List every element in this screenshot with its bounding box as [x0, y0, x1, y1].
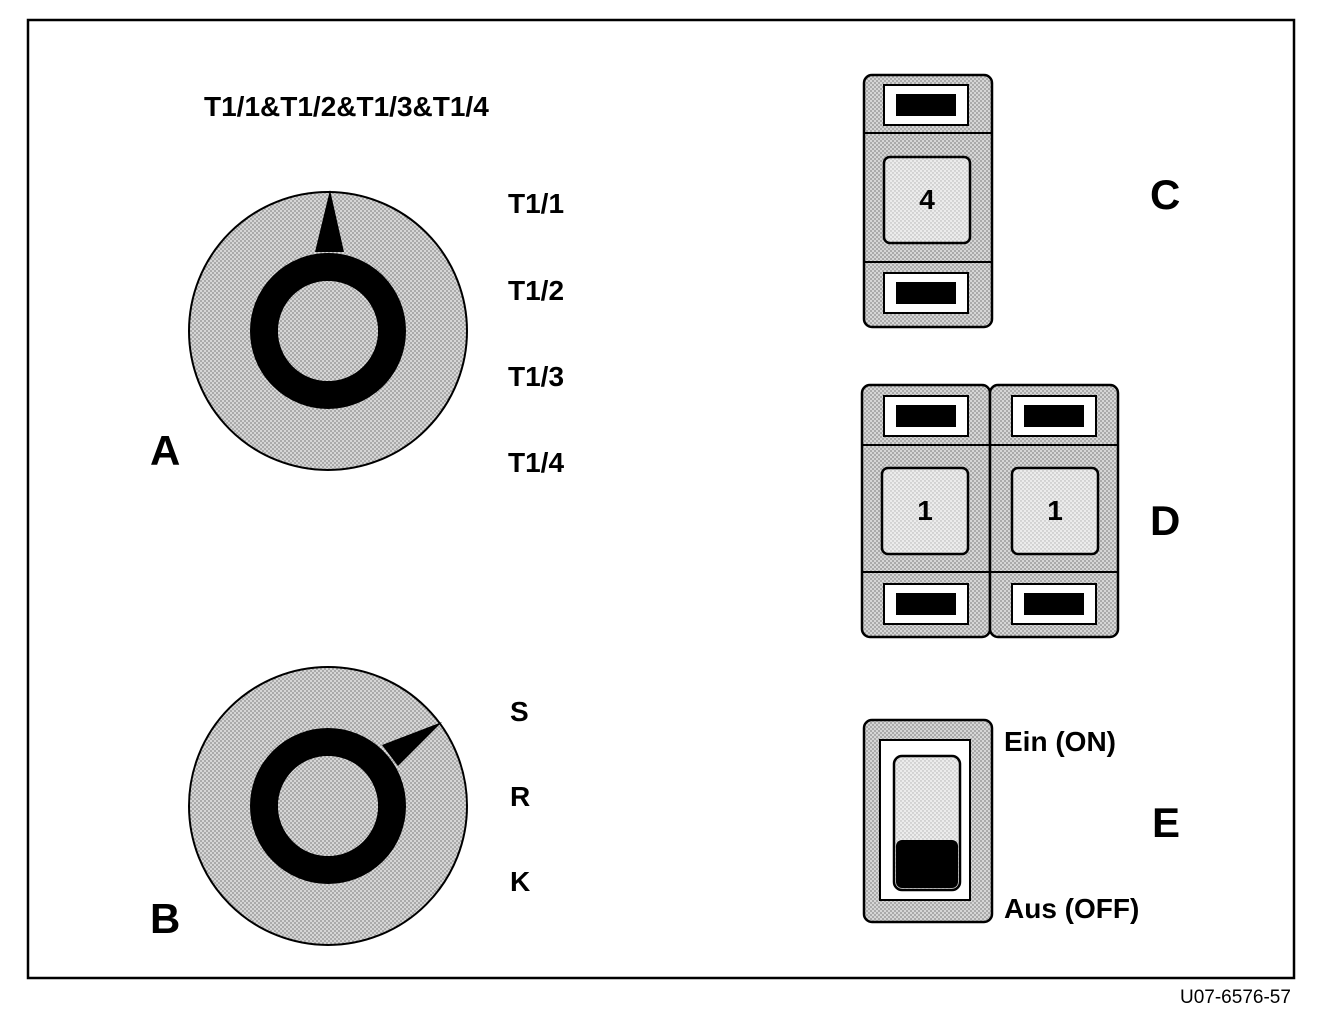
dial-a-position-1: T1/1: [508, 188, 565, 219]
switch-e-off-label: Aus (OFF): [1004, 893, 1140, 924]
dial-a-label: A: [150, 427, 181, 474]
dial-b-position-k: K: [510, 866, 531, 897]
digit-window: [882, 155, 972, 245]
dial-a[interactable]: [188, 190, 468, 471]
figure-reference: U07-6576-57: [1180, 987, 1291, 1008]
thumbwheel-switch-c[interactable]: [862, 73, 994, 329]
switch-e-label: E: [1152, 799, 1181, 846]
dial-a-position-3: T1/3: [508, 361, 565, 392]
dial-b-label: B: [150, 895, 181, 942]
rocker-off-half: [896, 840, 958, 888]
dial-b-position-s: S: [510, 696, 529, 727]
dial-a-position-4: T1/4: [508, 447, 565, 478]
dial-b[interactable]: [188, 666, 468, 946]
switch-d-label: D: [1150, 497, 1181, 544]
digit-window: [1010, 466, 1100, 556]
knob-icon[interactable]: [250, 722, 442, 884]
dial-a-combined-position-label: T1/1&T1/2&T1/3&T1/4: [204, 91, 489, 122]
dial-a-position-2: T1/2: [508, 275, 565, 306]
rocker-switch-e[interactable]: [862, 718, 994, 924]
switch-e-on-label: Ein (ON): [1004, 726, 1116, 757]
switch-d-digit-1: 1: [917, 495, 933, 526]
dial-b-position-r: R: [510, 781, 531, 812]
digit-window: [880, 466, 970, 556]
thumbwheel-switch-d[interactable]: [860, 383, 1120, 639]
switch-d-digit-2: 1: [1047, 495, 1063, 526]
knob-icon[interactable]: [250, 190, 406, 409]
switch-c-digit: 4: [919, 184, 935, 215]
switch-c-label: C: [1150, 171, 1181, 218]
